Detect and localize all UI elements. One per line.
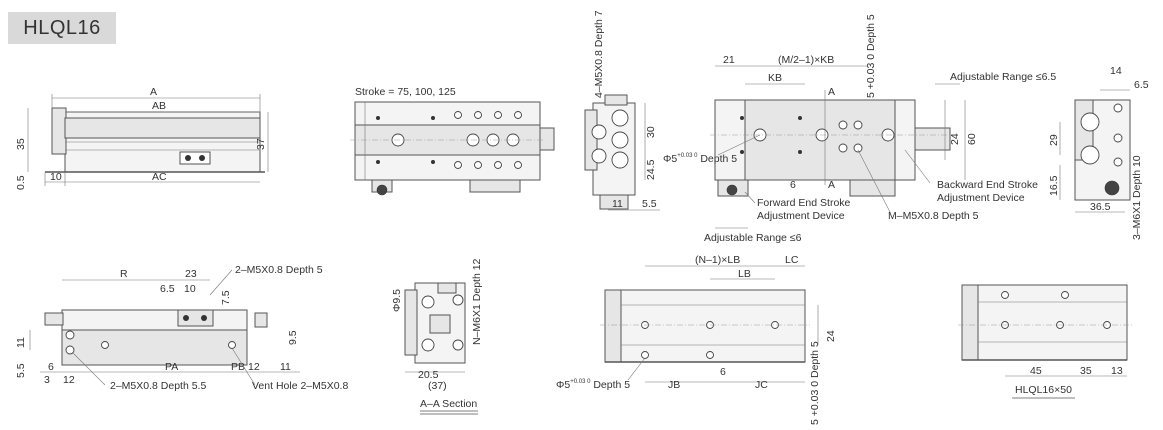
dim-jc: JC: [755, 379, 768, 391]
dim-35-example: 35: [1080, 365, 1092, 377]
dim-jb: JB: [668, 379, 680, 391]
section-a-top: A: [828, 86, 835, 98]
dim-6-5: 6.5: [1134, 79, 1149, 91]
dim-A: A: [150, 86, 157, 98]
dim-23: 23: [185, 268, 197, 280]
dim-24-plan: 24: [949, 133, 961, 145]
dim-21: 21: [723, 54, 735, 66]
dim-10: 10: [50, 171, 62, 183]
dim-45: 45: [1030, 365, 1042, 377]
adj-range-bottom: Adjustable Range ≤6: [704, 232, 802, 244]
dim-PA: PA: [165, 361, 178, 373]
dim-11-side: 11: [15, 337, 27, 348]
section-tap-label: N–M6X1 Depth 12: [471, 258, 483, 345]
dim-7-5: 7.5: [220, 290, 232, 305]
bottom-view: (N–1)×LB LB LC 24 Φ5+0.03 0 Depth 5 JB 6…: [556, 254, 837, 425]
dim-0-5: 0.5: [15, 175, 27, 190]
dim-30: 30: [645, 126, 657, 138]
example-caption: HLQL16×50: [1015, 384, 1072, 396]
dim-12-side: 12: [63, 374, 75, 386]
dim-35: 35: [15, 138, 27, 150]
dim-12b-side: 12: [248, 361, 260, 373]
dim-9-5: 9.5: [287, 330, 299, 345]
dim-kb: KB: [768, 72, 782, 84]
model-badge: HLQL16: [8, 12, 116, 44]
end-view-right: 14 6.5 29 16.5 36.5 3–M6X1 Depth 10: [1048, 65, 1149, 240]
dim-PB: PB: [231, 361, 245, 373]
dim-nlb: (N–1)×LB: [695, 254, 740, 266]
dim-10-side: 10: [184, 283, 196, 295]
dim-6-side: 6: [48, 361, 54, 373]
forward-label-1: Forward End Stroke: [757, 197, 851, 209]
section-a-bottom: A: [828, 179, 835, 191]
dim-13: 13: [1111, 365, 1123, 377]
dim-AC: AC: [152, 171, 167, 183]
backward-label-1: Backward End Stroke: [937, 179, 1038, 191]
dim-60: 60: [966, 133, 978, 145]
dim-37-section: (37): [428, 380, 447, 392]
plan-view-top: Stroke = 75, 100, 125: [350, 86, 555, 196]
plan-view-main: 21 (M/2–1)×KB KB A A 5 +0.03 0 Depth 5 A…: [663, 14, 1056, 244]
dim-37: 37: [255, 138, 267, 150]
dim-20-5: 20.5: [418, 369, 439, 381]
dim-24-5: 24.5: [645, 159, 657, 180]
dim-11: 11: [612, 198, 623, 210]
dim-14: 14: [1110, 65, 1122, 77]
bottom-pin-label: Φ5+0.03 0 Depth 5: [556, 379, 630, 391]
backward-label-2: Adjustment Device: [937, 192, 1025, 204]
adj-range-top: Adjustable Range ≤6.5: [950, 71, 1056, 83]
dim-24-bottom: 24: [825, 330, 837, 342]
m-tap-label: M–M5X0.8 Depth 5: [888, 210, 979, 222]
dim-6-plan: 6: [790, 179, 796, 191]
section-title: A–A Section: [420, 398, 477, 410]
dim-16-5: 16.5: [1048, 175, 1060, 196]
example-view: 45 35 13 HLQL16×50: [958, 284, 1132, 399]
end-view-top: 4–M5X0.8 Depth 7 30 24.5 11 5.5: [584, 10, 660, 211]
stroke-note: Stroke = 75, 100, 125: [355, 86, 456, 98]
dim-5-5: 5.5: [642, 198, 657, 210]
dim-11b-side: 11: [280, 361, 291, 373]
tap-bottom-label: 2–M5X0.8 Depth 5.5: [110, 380, 206, 392]
dim-AB: AB: [152, 100, 166, 112]
dim-6-5-side: 6.5: [160, 283, 175, 295]
end-tap-label: 4–M5X0.8 Depth 7: [593, 10, 605, 98]
dim-mkb: (M/2–1)×KB: [778, 54, 834, 66]
pin-label: Φ5+0.03 0 Depth 5: [663, 153, 737, 165]
dim-3-side: 3: [44, 374, 50, 386]
dim-36-5: 36.5: [1090, 201, 1111, 213]
section-view: N–M6X1 Depth 12 Φ9.5 20.5 (37) A–A Secti…: [391, 258, 483, 415]
dim-lb: LB: [738, 268, 751, 280]
tap-top-label: 2–M5X0.8 Depth 5: [235, 264, 323, 276]
dim-29: 29: [1048, 134, 1060, 146]
slot-depth-top: 5 +0.03 0 Depth 5: [865, 14, 877, 98]
dim-R: R: [120, 268, 128, 280]
vent-hole-label: Vent Hole 2–M5X0.8: [252, 380, 348, 392]
dim-5-5-side: 5.5: [15, 363, 27, 378]
end-right-tap: 3–M6X1 Depth 10: [1131, 155, 1143, 240]
dim-lc: LC: [785, 254, 799, 266]
dim-6-bottom: 6: [720, 366, 726, 378]
side-view-bottom: R 23 2–M5X0.8 Depth 5 6.5 10 7.5 9.5 11 …: [15, 264, 348, 392]
side-view-top: A AB 35 37 0.5 10 AC: [15, 86, 269, 190]
bottom-slot-label: 5 +0.03 0 Depth 5: [809, 341, 821, 425]
section-dia: Φ9.5: [391, 289, 403, 312]
forward-label-2: Adjustment Device: [757, 210, 845, 222]
